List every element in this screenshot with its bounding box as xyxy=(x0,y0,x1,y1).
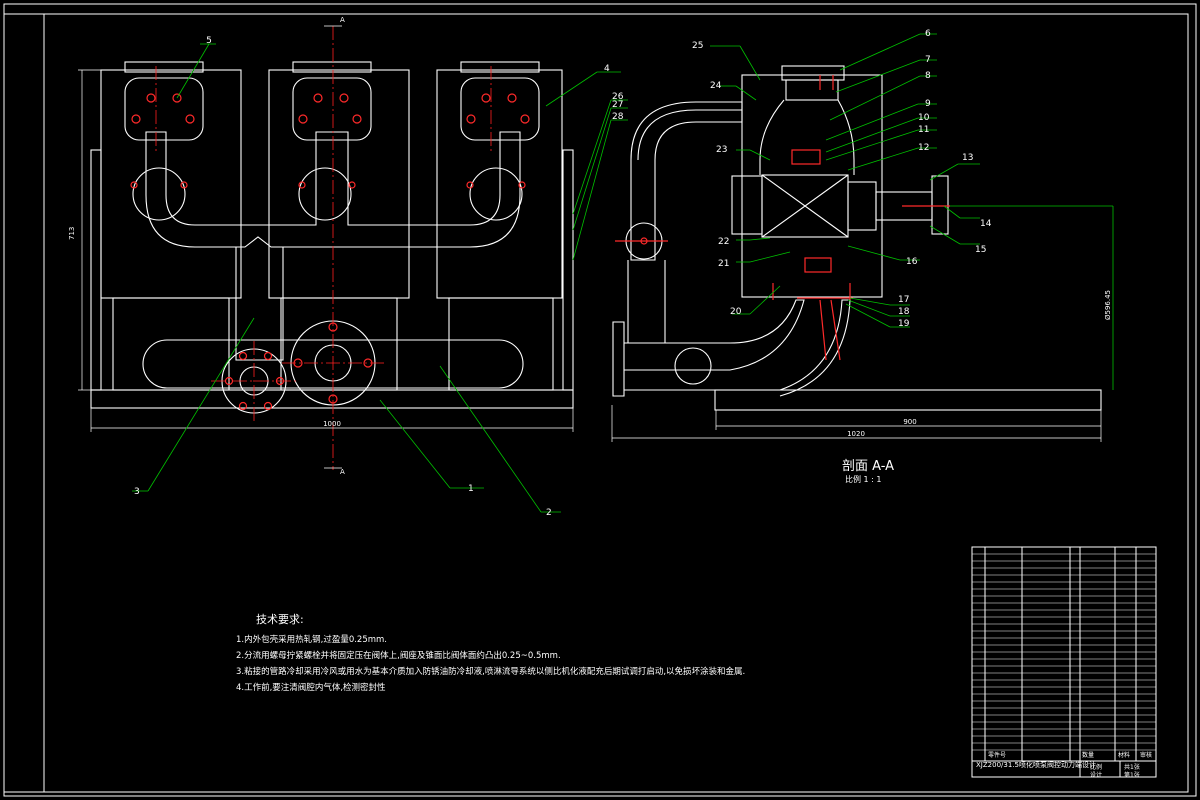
section-marker-top: A xyxy=(340,16,345,24)
callout-23: 23 xyxy=(716,145,727,155)
dim-side-width: 1020 xyxy=(847,430,865,438)
drawing-name: XJZ200/31.5喷化喷泵阀控动力端设计 xyxy=(976,761,1096,769)
dim-side-sub-width: 900 xyxy=(903,418,916,426)
technical-requirements: 技术要求: 1.内外包壳采用热轧钢,过盈量0.25mm. 2.分流用螺母拧紧螺栓… xyxy=(236,612,745,696)
tech-req-item: 3.粘接的管路冷却采用冷风或用水为基本介质加入防锈油防冷却液,喷淋流导系统以侧比… xyxy=(236,667,746,677)
front-dimensions xyxy=(78,25,574,469)
front-leaders xyxy=(132,43,628,513)
dimension-labels: 1000 713 1020 900 Ø596.45 A A xyxy=(68,16,1112,476)
callout-19: 19 xyxy=(898,319,910,329)
callout-18: 18 xyxy=(898,307,910,317)
callout-9: 9 xyxy=(925,99,931,109)
callout-6: 6 xyxy=(925,29,931,39)
front-flanges xyxy=(130,93,530,411)
callout-24: 24 xyxy=(710,81,722,91)
section-title: 剖面 A-A xyxy=(842,459,895,474)
callout-5: 5 xyxy=(206,36,212,46)
callout-20: 20 xyxy=(730,307,742,317)
front-centerlines xyxy=(155,26,492,470)
tech-req-title: 技术要求: xyxy=(256,613,304,626)
title-block-part-no: 零件号 xyxy=(988,752,1007,759)
title-block-checker: 审核 xyxy=(1140,752,1153,759)
callout-8: 8 xyxy=(925,71,931,81)
dim-side-height: Ø596.45 xyxy=(1104,290,1112,320)
side-leaders xyxy=(710,33,980,328)
side-red-details xyxy=(615,75,950,361)
title-block-material: 材料 xyxy=(1118,752,1131,759)
title-block-revision: 第1张 xyxy=(1124,772,1140,779)
callout-27: 27 xyxy=(612,100,623,110)
drawing-frame xyxy=(3,3,1197,797)
section-scale: 比例 1 : 1 xyxy=(845,475,882,484)
callout-22: 22 xyxy=(718,237,729,247)
section-marker-bottom: A xyxy=(340,468,345,476)
callout-17: 17 xyxy=(898,295,909,305)
callout-3: 3 xyxy=(134,487,140,497)
callout-11: 11 xyxy=(918,125,929,135)
callout-12: 12 xyxy=(918,143,929,153)
side-dimensions xyxy=(611,405,1102,442)
callout-26: 26 xyxy=(612,92,624,102)
side-dim-green xyxy=(950,205,1114,390)
title-block-designer: 设计 xyxy=(1090,772,1103,779)
side-view xyxy=(612,65,1102,411)
callout-15: 15 xyxy=(975,245,986,255)
title-block-sheet: 共1张 xyxy=(1124,764,1140,771)
dim-front-width: 1000 xyxy=(323,420,341,428)
tech-req-item: 1.内外包壳采用热轧钢,过盈量0.25mm. xyxy=(236,635,388,645)
callout-25: 25 xyxy=(692,41,703,51)
callout-13: 13 xyxy=(962,153,973,163)
callout-16: 16 xyxy=(906,257,918,267)
callout-10: 10 xyxy=(918,113,930,123)
callout-28: 28 xyxy=(612,112,624,122)
title-block-rows xyxy=(972,553,1156,751)
callout-21: 21 xyxy=(718,259,729,269)
dim-front-height: 713 xyxy=(68,227,76,240)
tech-req-item: 4.工作前,要注清阀腔内气体,检测密封性 xyxy=(236,683,386,693)
callout-14: 14 xyxy=(980,219,992,229)
callout-1: 1 xyxy=(468,484,474,494)
callout-labels: 5 4 26 27 28 3 1 2 25 24 6 7 8 9 10 11 1… xyxy=(134,29,992,518)
callout-4: 4 xyxy=(604,64,610,74)
title-block-scale: 比例 xyxy=(1090,764,1103,771)
tech-req-item: 2.分流用螺母拧紧螺栓并将固定压在阀体上,阀座及锥面比阀体面约凸出0.25~0.… xyxy=(236,651,561,661)
title-block-qty: 数量 xyxy=(1082,752,1095,759)
callout-7: 7 xyxy=(925,55,931,65)
front-view xyxy=(90,61,574,414)
callout-2: 2 xyxy=(546,508,552,518)
